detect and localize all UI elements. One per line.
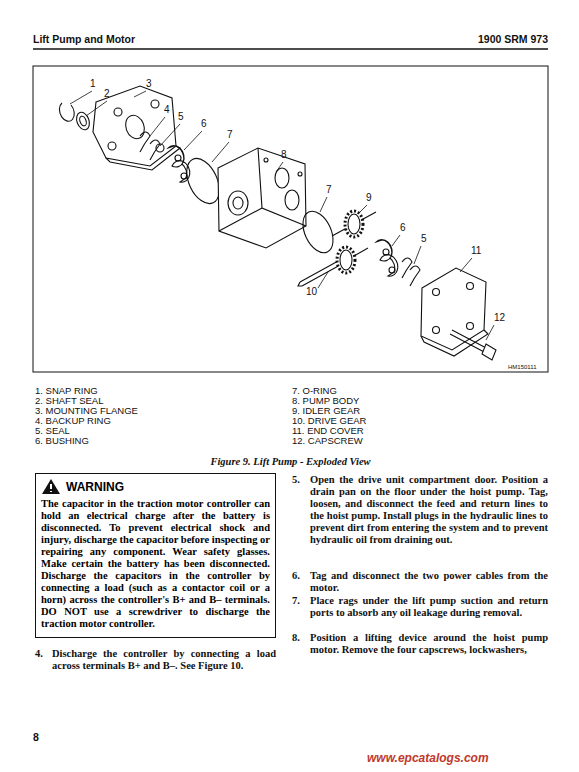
parts-list-item: 10. DRIVE GEAR [292,416,366,426]
header-rule [33,48,548,50]
step-number: 5. [292,474,300,486]
parts-list-item: 3. MOUNTING FLANGE [35,406,138,416]
callout-number: 8 [281,149,287,160]
backup-ring [410,266,420,286]
callout-number: 5 [421,233,427,244]
step-number: 6. [292,570,300,582]
callout-number: 6 [400,222,406,233]
step-number: 8. [292,632,300,644]
callout-number: 7 [326,184,332,195]
step-text: Open the drive unit compartment door. Po… [310,474,548,546]
parts-list-item: 8. PUMP BODY [292,396,359,406]
watermark: www.epcatalogs.com [367,751,489,765]
page-number: 8 [33,731,39,743]
warning-text: The capacitor in the traction motor cont… [41,498,270,630]
parts-list-item: 1. SNAP RING [35,386,98,396]
snap-ring [59,103,74,121]
leader-lines [70,91,494,340]
bushing [168,145,190,182]
footer-space [33,728,548,729]
figure-caption: Figure 9. Lift Pump - Exploded View [33,456,548,467]
callout-number: 10 [306,286,317,297]
step-text: Tag and disconnect the two power cables … [310,570,548,594]
pump-body [218,148,306,248]
figure-id: HM150111 [508,364,536,370]
bushing [376,239,398,276]
callout-number: 9 [366,192,372,203]
running-header: Lift Pump and Motor [33,33,135,45]
parts-list-item: 11. END COVER [292,426,364,436]
parts-list-item: 6. BUSHING [35,436,89,446]
callout-number: 2 [104,88,110,99]
backup-ring [140,132,150,152]
callout-number: 7 [227,129,233,140]
step-text: Discharge the controller by connecting a… [52,648,276,672]
parts-list-item: 5. SEAL [35,426,70,436]
manual-number: 1900 SRM 973 [478,33,548,45]
parts-list-item: 4. BACKUP RING [35,416,111,426]
step-text: Position a lifting device around the hoi… [310,632,548,656]
seal [150,140,160,160]
seal [402,258,412,278]
parts-list-item: 9. IDLER GEAR [292,406,360,416]
parts-list-item: 7. O-RING [292,386,337,396]
figure-frame [33,66,548,372]
parts-list-item: 2. SHAFT SEAL [35,396,103,406]
parts-list-item: 12. CAPSCREW [292,436,363,446]
callout-number: 6 [201,118,207,129]
step-number: 7. [292,595,300,607]
callout-number: 3 [146,78,152,89]
drive-gear [298,247,368,286]
step-text: Place rags under the lift pump suction a… [310,595,548,619]
warning-title: WARNING [66,480,124,494]
end-cover [421,268,488,356]
mounting-flange [93,86,176,166]
pump-illustration [59,86,496,360]
idler-gear [332,211,376,237]
warning-box: WARNING The capacitor in the traction mot… [35,473,276,638]
warning-icon [41,478,61,495]
callout-number: 11 [471,245,481,256]
callout-number: 12 [494,312,505,323]
callout-number: 5 [178,111,184,122]
warning-heading: WARNING [41,478,270,495]
callout-number: 4 [164,104,170,115]
o-ring [297,207,339,258]
callout-number: 1 [90,78,96,89]
step-number: 4. [35,648,43,660]
